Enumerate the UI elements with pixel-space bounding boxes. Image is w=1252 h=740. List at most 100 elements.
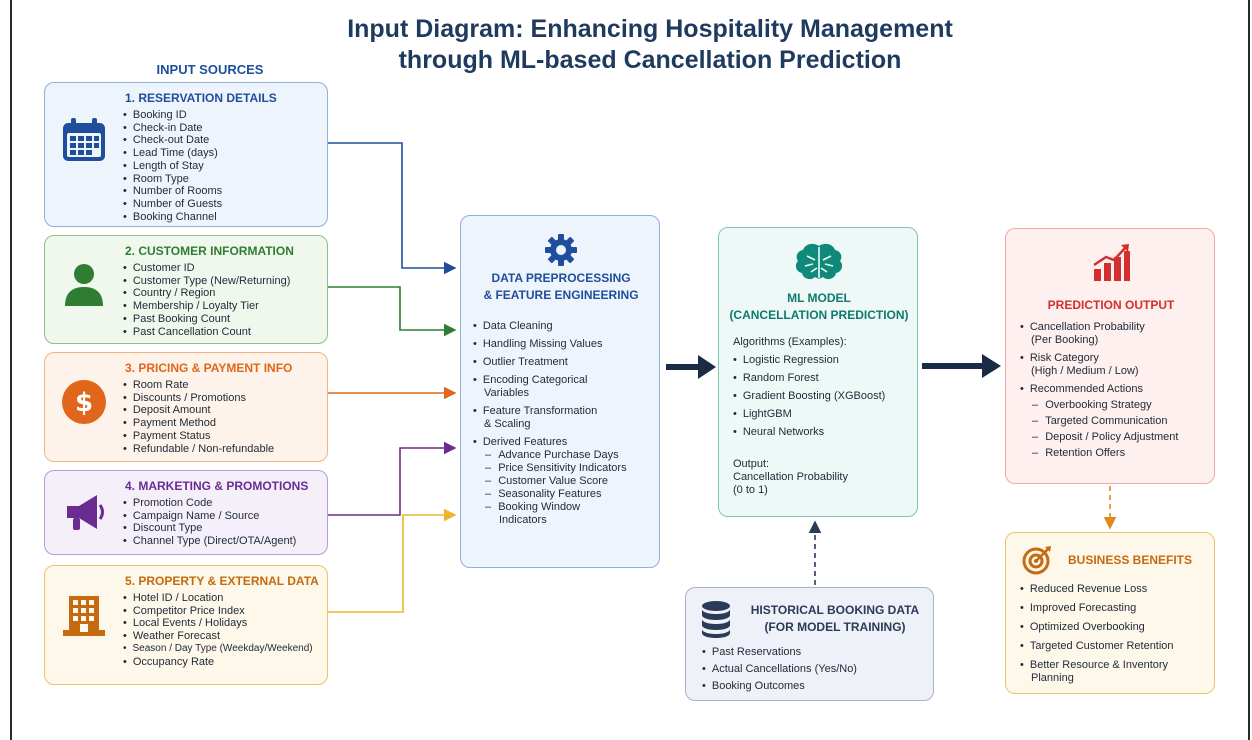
frame-left-border — [10, 0, 12, 740]
source-title: 3. PRICING & PAYMENT INFO — [125, 361, 293, 375]
prediction-title: PREDICTION OUTPUT — [1047, 298, 1175, 312]
building-icon — [59, 590, 109, 640]
list-item: Planning — [1031, 672, 1074, 684]
target-icon — [1022, 545, 1052, 580]
list-item: Encoding Categorical — [473, 374, 627, 387]
list-item: Campaign Name / Source — [123, 510, 296, 523]
connector-reservation — [328, 142, 457, 275]
list-item: Weather Forecast — [123, 630, 313, 643]
list-item: Past Booking Count — [123, 313, 290, 326]
source-items: Booking ID Check-in Date Check-out Date … — [123, 109, 222, 223]
list-item: Targeted Customer Retention — [1020, 640, 1174, 653]
preprocessing-title: DATA PREPROCESSING & FEATURE ENGINEERING — [461, 270, 661, 304]
diagram-title: Input Diagram: Enhancing Hospitality Man… — [250, 14, 1050, 76]
title-line-2: (FOR MODEL TRAINING) — [764, 620, 906, 634]
list-item: Customer Type (New/Returning) — [123, 275, 291, 288]
algorithms-list: Logistic RegressionRandom ForestGradient… — [733, 354, 885, 439]
list-item: Booking Window — [473, 501, 627, 514]
list-item: Past Cancellation Count — [123, 326, 290, 339]
list-item: Promotion Code — [123, 497, 296, 510]
list-item: Risk Category — [1020, 352, 1178, 365]
list-item: Number of Rooms — [123, 185, 222, 198]
list-item: Discount Type — [123, 522, 296, 535]
list-item: & Scaling — [484, 418, 531, 430]
output-range: (0 to 1) — [733, 484, 768, 496]
historical-items: Past Reservations Actual Cancellations (… — [702, 644, 857, 695]
list-item: Retention Offers — [1020, 447, 1178, 460]
algorithms-label: Algorithms (Examples): — [733, 336, 847, 348]
list-item: Past Reservations — [702, 644, 857, 661]
title-line-1: Input Diagram: Enhancing Hospitality Man… — [347, 15, 953, 43]
benefits-title: BUSINESS BENEFITS — [1068, 553, 1193, 567]
list-item: Hotel ID / Location — [123, 592, 313, 605]
list-item: Room Rate — [123, 379, 274, 392]
historical-title: HISTORICAL BOOKING DATA (FOR MODEL TRAIN… — [740, 602, 930, 636]
list-item: Targeted Communication — [1020, 415, 1178, 428]
list-item: Country / Region — [123, 287, 290, 300]
list-item: Customer ID — [123, 262, 290, 275]
title-line-1: ML MODEL — [787, 291, 851, 305]
ml-model-title: ML MODEL (CANCELLATION PREDICTION) — [719, 290, 919, 324]
list-item: Membership / Loyalty Tier — [123, 300, 290, 313]
source-card-customer: 2. CUSTOMER INFORMATION Customer ID Cust… — [44, 235, 328, 344]
list-item: LightGBM — [733, 408, 885, 421]
connector-marketing — [328, 441, 457, 516]
list-item: Price Sensitivity Indicators — [473, 462, 626, 475]
title-line-2: (CANCELLATION PREDICTION) — [729, 308, 909, 322]
list-item: Length of Stay — [123, 160, 222, 173]
title-line-2: & FEATURE ENGINEERING — [483, 288, 639, 302]
list-item: Booking Outcomes — [702, 678, 857, 695]
arrow-preprocessing-to-model — [666, 355, 716, 379]
preprocessing-card: DATA PREPROCESSING & FEATURE ENGINEERING… — [460, 215, 660, 568]
list-item: Booking Channel — [123, 211, 222, 224]
title-line-1: DATA PREPROCESSING — [491, 271, 631, 285]
list-item: Deposit / Policy Adjustment — [1020, 431, 1178, 444]
dollar-icon: $ — [59, 377, 109, 427]
source-title: 5. PROPERTY & EXTERNAL DATA — [125, 574, 319, 588]
list-item: Deposit Amount — [123, 404, 274, 417]
list-item: Recommended Actions — [1020, 383, 1178, 396]
list-item: Random Forest — [733, 372, 885, 385]
frame-right-border — [1248, 0, 1250, 740]
list-item: Customer Value Score — [473, 475, 627, 488]
benefits-items: Reduced Revenue LossImproved Forecasting… — [1020, 583, 1174, 685]
gear-icon — [543, 232, 579, 273]
list-item: Logistic Regression — [733, 354, 885, 367]
connector-property — [328, 508, 457, 613]
calendar-icon — [59, 115, 109, 165]
list-item: Actual Cancellations (Yes/No) — [702, 661, 857, 678]
list-item: Feature Transformation — [473, 405, 627, 418]
title-line-1: HISTORICAL BOOKING DATA — [750, 603, 920, 617]
list-item: Lead Time (days) — [123, 147, 222, 160]
list-item: Better Resource & Inventory — [1020, 659, 1174, 672]
source-card-reservation: 1. RESERVATION DETAILS Booking ID Check-… — [44, 82, 328, 227]
list-item: Room Type — [123, 173, 222, 186]
list-item: Payment Method — [123, 417, 274, 430]
list-item: (High / Medium / Low) — [1031, 365, 1139, 377]
ml-model-card: ML MODEL (CANCELLATION PREDICTION) Algor… — [718, 227, 918, 517]
list-item: Seasonality Features — [473, 488, 627, 501]
list-item: Gradient Boosting (XGBoost) — [733, 390, 885, 403]
source-title: 1. RESERVATION DETAILS — [125, 91, 277, 105]
list-item: Advance Purchase Days — [473, 449, 627, 462]
source-card-property: 5. PROPERTY & EXTERNAL DATA Hotel ID / L… — [44, 565, 328, 685]
person-icon — [59, 260, 109, 310]
source-title: 4. MARKETING & PROMOTIONS — [125, 479, 309, 493]
list-item: (Per Booking) — [1031, 334, 1099, 346]
list-item: Handling Missing Values — [473, 338, 627, 351]
list-item: Derived Features — [473, 436, 627, 449]
list-item: Local Events / Holidays — [123, 617, 313, 630]
output-block: Output: Cancellation Probability (0 to 1… — [733, 458, 848, 497]
source-items: Room Rate Discounts / Promotions Deposit… — [123, 379, 274, 455]
list-item: Variables — [484, 387, 530, 399]
megaphone-icon — [59, 487, 109, 537]
source-items: Promotion Code Campaign Name / Source Di… — [123, 497, 296, 548]
svg-text:$: $ — [75, 388, 93, 418]
connector-customer — [328, 286, 457, 337]
source-card-marketing: 4. MARKETING & PROMOTIONS Promotion Code… — [44, 470, 328, 555]
preprocessing-steps: Data CleaningHandling Missing ValuesOutl… — [473, 320, 627, 527]
source-card-pricing: $ 3. PRICING & PAYMENT INFO Room Rate Di… — [44, 352, 328, 462]
list-item: Discounts / Promotions — [123, 392, 274, 405]
prediction-items: Cancellation Probability(Per Booking)Ris… — [1020, 321, 1179, 460]
list-item: Check-out Date — [123, 134, 222, 147]
